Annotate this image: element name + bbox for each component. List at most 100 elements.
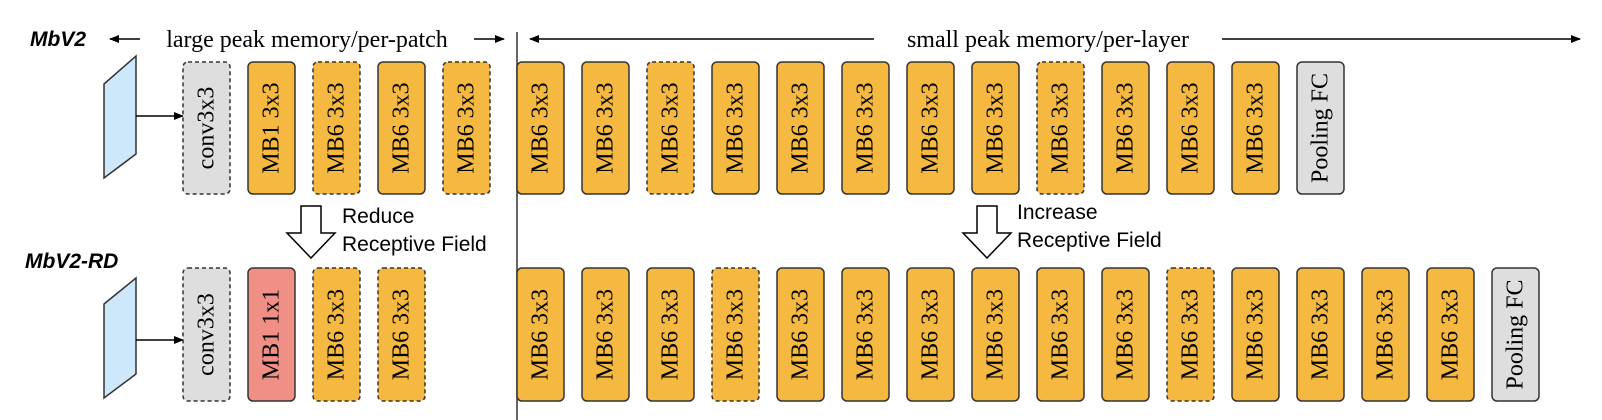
block-box <box>1231 61 1280 195</box>
block-mb: MB6 3x3 <box>377 267 426 402</box>
block-mb: MB6 3x3 <box>1101 61 1150 195</box>
block-mb: MB6 3x3 <box>1166 61 1215 195</box>
block-mb: MB6 3x3 <box>442 61 491 195</box>
block-pool: Pooling FC <box>1491 267 1540 402</box>
block-label: MB6 3x3 <box>788 82 814 173</box>
block-box <box>1036 267 1085 402</box>
block-label: MB6 3x3 <box>454 82 480 173</box>
block-box <box>182 61 231 195</box>
block-label: MB6 3x3 <box>723 289 749 380</box>
block-box <box>581 267 630 402</box>
block-box <box>1491 267 1540 402</box>
block-label: MB6 3x3 <box>918 82 944 173</box>
block-label: MB6 3x3 <box>389 289 415 380</box>
block-mb: MB6 3x3 <box>776 267 825 402</box>
block-mb: MB6 3x3 <box>377 61 426 195</box>
block-label: Pooling FC <box>1308 73 1334 183</box>
block-mb: MB6 3x3 <box>312 267 361 402</box>
block-label: MB6 3x3 <box>1438 289 1464 380</box>
block-box <box>516 61 565 195</box>
block-mb: MB6 3x3 <box>1231 61 1280 195</box>
block-box <box>1361 267 1410 402</box>
block-mb: MB6 3x3 <box>1036 61 1085 195</box>
block-label: MB6 3x3 <box>324 289 350 380</box>
block-box <box>841 61 890 195</box>
block-conv: conv3x3 <box>182 267 231 402</box>
block-box <box>581 61 630 195</box>
top-input-plane <box>103 54 137 180</box>
block-mb: MB6 3x3 <box>1426 267 1475 402</box>
block-box <box>776 61 825 195</box>
block-mb: MB6 3x3 <box>1036 267 1085 402</box>
block-mb: MB6 3x3 <box>1166 267 1215 402</box>
block-box <box>646 61 695 195</box>
per-layer-span: small peak memory/per-layer <box>529 27 1581 53</box>
block-box <box>711 267 760 402</box>
per-patch-span: large peak memory/per-patch <box>109 27 505 53</box>
block-label: MB6 3x3 <box>1178 289 1204 380</box>
block-box <box>1426 267 1475 402</box>
block-label: MB6 3x3 <box>324 82 350 173</box>
bottom-model-label: MbV2-RD <box>25 250 118 273</box>
block-label: MB6 3x3 <box>1048 289 1074 380</box>
block-label: MB6 3x3 <box>1113 82 1139 173</box>
bottom-input-plane <box>103 276 137 400</box>
block-label: MB6 3x3 <box>1308 289 1334 380</box>
block-box <box>906 61 955 195</box>
block-mb: MB6 3x3 <box>906 267 955 402</box>
per-layer-label: small peak memory/per-layer <box>907 27 1189 53</box>
increase-arrow <box>961 205 1013 260</box>
increase-line-1: Increase <box>1017 201 1098 224</box>
block-box <box>247 267 296 402</box>
increase-line-2: Receptive Field <box>1017 229 1162 252</box>
block-box <box>1166 267 1215 402</box>
block-mb: MB6 3x3 <box>1101 267 1150 402</box>
block-box <box>906 267 955 402</box>
block-label: MB1 1x1 <box>259 289 285 380</box>
block-label: MB6 3x3 <box>853 289 879 380</box>
block-mb: MB6 3x3 <box>841 267 890 402</box>
block-mb: MB6 3x3 <box>646 267 695 402</box>
block-mb: MB6 3x3 <box>1231 267 1280 402</box>
block-label: MB6 3x3 <box>788 289 814 380</box>
block-label: MB6 3x3 <box>853 82 879 173</box>
block-mb: MB6 3x3 <box>971 61 1020 195</box>
block-box <box>841 267 890 402</box>
block-label: MB6 3x3 <box>389 82 415 173</box>
block-mb: MB6 3x3 <box>516 61 565 195</box>
block-mb: MB6 3x3 <box>906 61 955 195</box>
block-box <box>377 61 426 195</box>
block-label: MB6 3x3 <box>593 289 619 380</box>
block-mb: MB6 3x3 <box>1296 267 1345 402</box>
mbv2-rd-blocks-row: conv3x3 MB1 1x1 MB6 3x3 MB6 3x3 MB6 3x3 MB6 3… <box>182 267 1540 402</box>
block-box <box>516 267 565 402</box>
block-mb: MB6 3x3 <box>841 61 890 195</box>
block-box <box>1231 267 1280 402</box>
block-mb: MB6 3x3 <box>312 61 361 195</box>
reduce-line-2: Receptive Field <box>342 233 487 256</box>
block-label: MB6 3x3 <box>658 82 684 173</box>
block-label: MB1 3x3 <box>259 82 285 173</box>
block-mb: MB6 3x3 <box>711 267 760 402</box>
reduce-arrow <box>285 205 337 260</box>
block-mb: MB6 3x3 <box>971 267 1020 402</box>
block-mb: MB6 3x3 <box>516 267 565 402</box>
per-patch-label: large peak memory/per-patch <box>166 27 448 53</box>
block-label: MB6 3x3 <box>658 289 684 380</box>
block-label: MB6 3x3 <box>528 82 554 173</box>
block-box <box>1296 61 1345 195</box>
block-mb: MB6 3x3 <box>1361 267 1410 402</box>
reduce-line-1: Reduce <box>342 205 414 228</box>
block-box <box>1166 61 1215 195</box>
block-mb: MB1 3x3 <box>247 61 296 195</box>
block-mb: MB6 3x3 <box>711 61 760 195</box>
block-box <box>312 267 361 402</box>
top-model-label: MbV2 <box>30 28 86 51</box>
block-reduced: MB1 1x1 <box>247 267 296 402</box>
block-label: MB6 3x3 <box>918 289 944 380</box>
block-label: Pooling FC <box>1503 279 1529 389</box>
block-box <box>1101 61 1150 195</box>
block-label: MB6 3x3 <box>1243 82 1269 173</box>
